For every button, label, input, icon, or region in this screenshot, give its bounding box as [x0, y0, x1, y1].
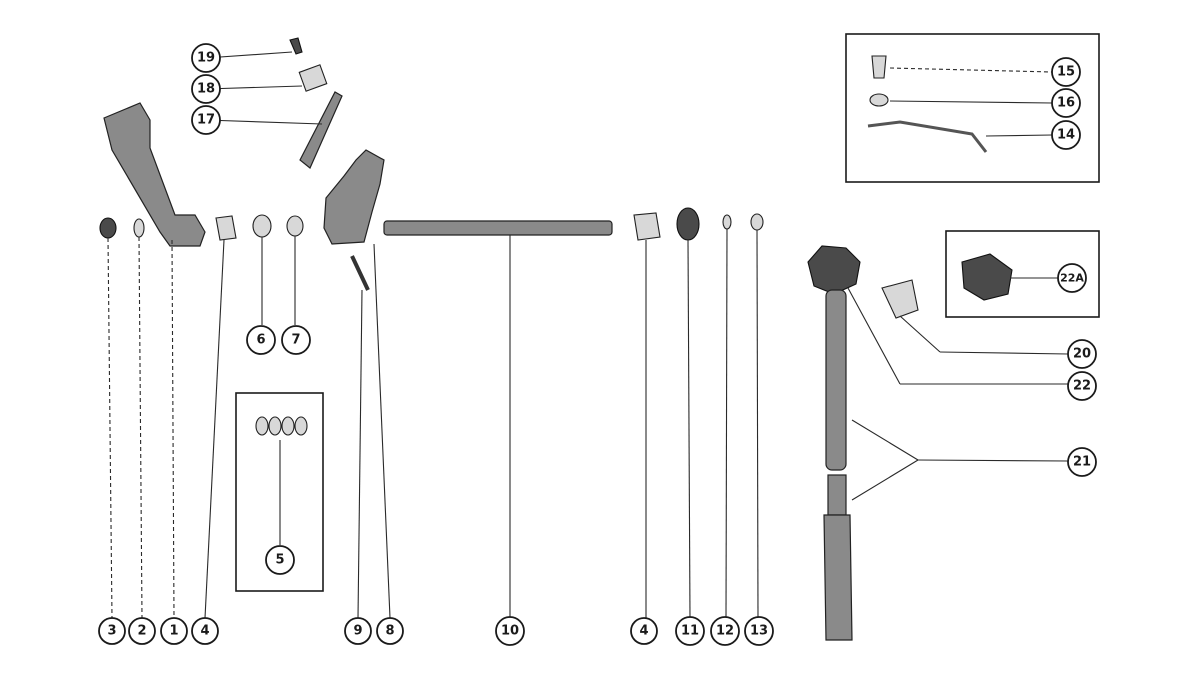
svg-text:22: 22 [1073, 379, 1091, 394]
callout-17: 17 [191, 105, 221, 135]
svg-text:20: 20 [1073, 347, 1091, 362]
callout-14: 14 [1051, 120, 1081, 150]
callout-6: 6 [246, 325, 276, 355]
callout-5: 5 [265, 545, 295, 575]
leader-20-a [899, 315, 941, 353]
svg-text:17: 17 [197, 113, 215, 128]
callout-13: 13 [744, 616, 774, 646]
callout-4-left: 4 [191, 617, 219, 645]
svg-text:22A: 22A [1060, 272, 1084, 285]
leader-2 [138, 236, 143, 619]
leader-9 [357, 289, 363, 619]
svg-text:5: 5 [275, 553, 284, 568]
part-bushing-4-left [215, 215, 237, 241]
part-bushing-4-right [633, 212, 661, 241]
part-bracket-8 [323, 149, 385, 245]
svg-text:1: 1 [169, 624, 178, 639]
part-control-handle-21 [807, 245, 861, 641]
svg-text:11: 11 [681, 624, 699, 639]
inset-box-22a [945, 230, 1100, 318]
svg-text:21: 21 [1073, 455, 1091, 470]
leader-21-c [917, 459, 1069, 462]
part-plate-17 [299, 91, 343, 169]
svg-text:10: 10 [501, 624, 519, 639]
leader-16 [889, 100, 1053, 104]
svg-text:18: 18 [197, 82, 215, 97]
callout-3: 3 [98, 617, 126, 645]
svg-text:16: 16 [1057, 96, 1075, 111]
svg-text:7: 7 [291, 333, 300, 348]
callout-18: 18 [191, 74, 221, 104]
part-screw-15 [871, 55, 887, 79]
leader-21-b [851, 459, 919, 501]
svg-text:19: 19 [197, 51, 215, 66]
callout-22: 22 [1067, 371, 1097, 401]
leader-1 [171, 239, 175, 619]
part-pin-9 [350, 255, 370, 291]
part-cap-20 [881, 279, 919, 319]
part-screw-19 [289, 37, 303, 55]
part-washer-6 [252, 214, 272, 238]
part-washer-7 [286, 215, 304, 237]
callout-12: 12 [710, 616, 740, 646]
part-sleeve-13 [750, 213, 764, 231]
svg-text:14: 14 [1057, 128, 1075, 143]
svg-text:8: 8 [385, 624, 394, 639]
leader-18 [205, 85, 303, 90]
svg-text:4: 4 [639, 624, 648, 639]
part-shaft-10 [383, 220, 613, 236]
callout-7: 7 [281, 325, 311, 355]
inset-box-top-right [845, 33, 1100, 183]
svg-text:2: 2 [137, 624, 146, 639]
leader-11 [687, 239, 691, 619]
part-springs-5 [255, 416, 308, 436]
part-washer-16 [869, 93, 889, 107]
leader-3 [107, 237, 113, 619]
svg-text:9: 9 [353, 624, 362, 639]
leader-13 [756, 229, 759, 619]
svg-text:12: 12 [716, 624, 734, 639]
leader-20-b [939, 351, 1069, 355]
part-lever-handle [103, 102, 206, 247]
leader-8 [373, 243, 391, 619]
callout-19: 19 [191, 43, 221, 73]
callout-20: 20 [1067, 339, 1097, 369]
callout-2: 2 [128, 617, 156, 645]
callout-11: 11 [675, 616, 705, 646]
leader-15 [889, 67, 1053, 73]
callout-15: 15 [1051, 57, 1081, 87]
leader-22-a [847, 287, 901, 385]
leader-17 [205, 119, 323, 125]
callout-21: 21 [1067, 447, 1097, 477]
part-gear-11 [676, 207, 700, 241]
part-clip-18 [298, 64, 328, 92]
callout-1: 1 [160, 617, 188, 645]
callout-16: 16 [1051, 88, 1081, 118]
svg-text:6: 6 [256, 333, 265, 348]
callout-10: 10 [495, 616, 525, 646]
callout-22a: 22A [1057, 263, 1087, 293]
inset-box-5 [235, 392, 324, 592]
part-washer-12 [722, 214, 732, 230]
leader-14 [985, 134, 1053, 137]
leader-21-a [851, 419, 919, 461]
callout-4-right: 4 [630, 617, 658, 645]
leader-12 [725, 228, 728, 619]
part-knob-22a [961, 253, 1013, 301]
svg-text:13: 13 [750, 624, 768, 639]
leader-4a [204, 239, 225, 619]
svg-text:15: 15 [1057, 65, 1075, 80]
callout-9: 9 [344, 617, 372, 645]
part-washer-2 [133, 218, 145, 238]
callout-8: 8 [376, 617, 404, 645]
part-nut-3 [99, 217, 117, 239]
svg-text:3: 3 [107, 624, 116, 639]
part-rod-14 [867, 120, 988, 153]
svg-text:4: 4 [200, 624, 209, 639]
